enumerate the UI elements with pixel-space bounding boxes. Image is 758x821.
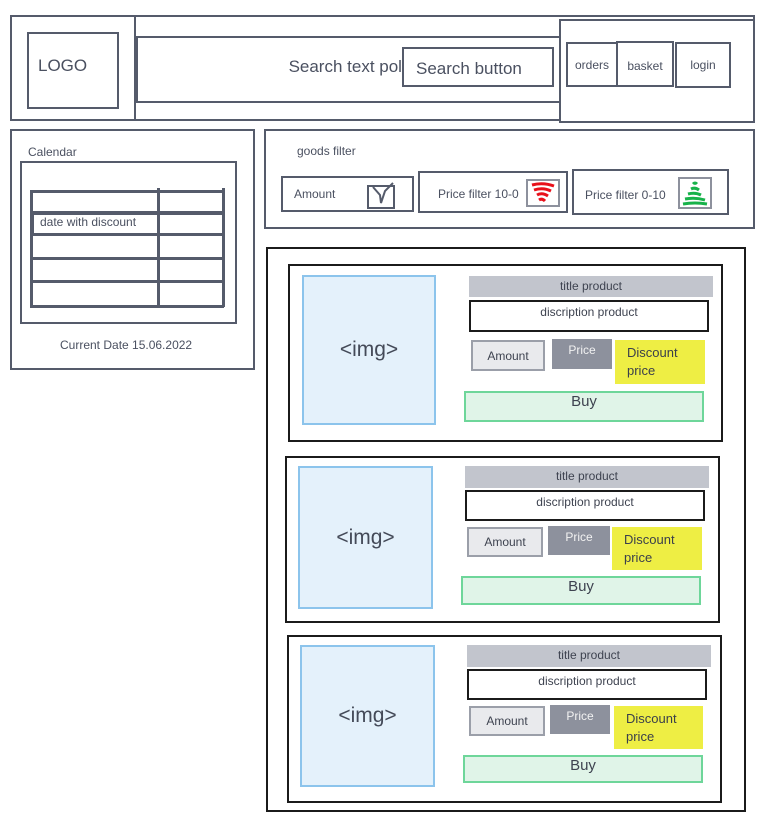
product-description: discription product <box>467 669 707 700</box>
current-date: Current Date 15.06.2022 <box>60 338 193 352</box>
product-discount-price: Discount price <box>614 706 703 749</box>
price-filter-asc[interactable]: Price filter 0-10 <box>572 169 729 215</box>
product-image-placeholder: <img> <box>338 704 397 727</box>
product-amount-label: Amount <box>486 714 528 728</box>
product-image[interactable]: <img> <box>302 275 436 425</box>
price-filter-desc-toggle[interactable] <box>526 179 560 207</box>
orders-button[interactable]: orders <box>566 42 618 87</box>
calendar-title: Calendar <box>28 145 77 159</box>
amount-filter[interactable]: Amount <box>281 176 414 212</box>
calendar-grid-border-right <box>222 188 225 307</box>
discount-date-cell[interactable] <box>32 213 225 235</box>
product-amount[interactable]: Amount <box>471 340 545 371</box>
buy-button-label: Buy <box>570 757 596 774</box>
product-discount-price: Discount price <box>612 527 702 570</box>
sort-descending-icon <box>531 182 555 203</box>
search-button-label: Search button <box>416 59 522 78</box>
buy-button[interactable]: Buy <box>461 576 701 605</box>
amount-filter-label: Amount <box>294 187 336 201</box>
product-image-placeholder: <img> <box>339 338 399 361</box>
calendar-grid-border-top <box>30 190 224 193</box>
product-amount[interactable]: Amount <box>469 706 545 736</box>
calendar-grid-column <box>157 188 160 307</box>
price-filter-desc-label: Price filter 10-0 <box>438 187 519 201</box>
login-button[interactable]: login <box>675 42 731 88</box>
product-discount-price: Discount price <box>615 340 705 384</box>
product-image-placeholder: <img> <box>336 525 395 549</box>
product-amount[interactable]: Amount <box>467 527 543 557</box>
search-input[interactable]: Search text pole <box>288 57 412 76</box>
logo[interactable]: LOGO <box>27 32 119 109</box>
product-image[interactable]: <img> <box>298 466 433 609</box>
login-label: login <box>690 58 716 72</box>
product-price: Price <box>548 526 610 555</box>
product-description: discription product <box>465 490 705 521</box>
calendar-grid-line <box>30 211 224 214</box>
product-image[interactable]: <img> <box>300 645 435 787</box>
product-title: title product <box>467 645 711 667</box>
product-price: Price <box>550 705 610 734</box>
buy-button[interactable]: Buy <box>464 391 704 422</box>
logo-text: LOGO <box>38 56 88 75</box>
search-button[interactable]: Search button <box>402 47 554 87</box>
calendar-grid-line <box>30 257 224 260</box>
price-filter-asc-label: Price filter 0-10 <box>585 188 666 202</box>
product-title: title product <box>465 466 709 488</box>
basket-label: basket <box>627 59 663 73</box>
goods-filter-title: goods filter <box>297 144 356 158</box>
orders-label: orders <box>574 57 609 72</box>
discount-date-label: date with discount <box>40 215 137 229</box>
product-amount-label: Amount <box>487 348 529 363</box>
calendar-grid-border-bottom <box>30 305 224 308</box>
sort-ascending-icon <box>682 181 708 206</box>
product-description: discription product <box>469 300 709 332</box>
product-list <box>266 247 746 812</box>
product-amount-label: Amount <box>484 535 526 549</box>
product-title: title product <box>469 276 713 297</box>
check-icon <box>372 182 394 204</box>
buy-button[interactable]: Buy <box>463 755 703 783</box>
logo-area <box>10 15 136 121</box>
basket-button[interactable]: basket <box>616 41 674 87</box>
buy-button-label: Buy <box>568 578 594 595</box>
price-filter-asc-toggle[interactable] <box>678 177 712 209</box>
calendar-grid-border-left <box>30 190 33 307</box>
amount-checkbox[interactable] <box>367 182 395 209</box>
price-filter-desc[interactable]: Price filter 10-0 <box>418 171 568 213</box>
product-price: Price <box>552 339 612 369</box>
calendar-grid-line <box>30 280 224 283</box>
calendar-widget[interactable]: date with discount <box>20 161 237 324</box>
buy-button-label: Buy <box>571 393 597 410</box>
